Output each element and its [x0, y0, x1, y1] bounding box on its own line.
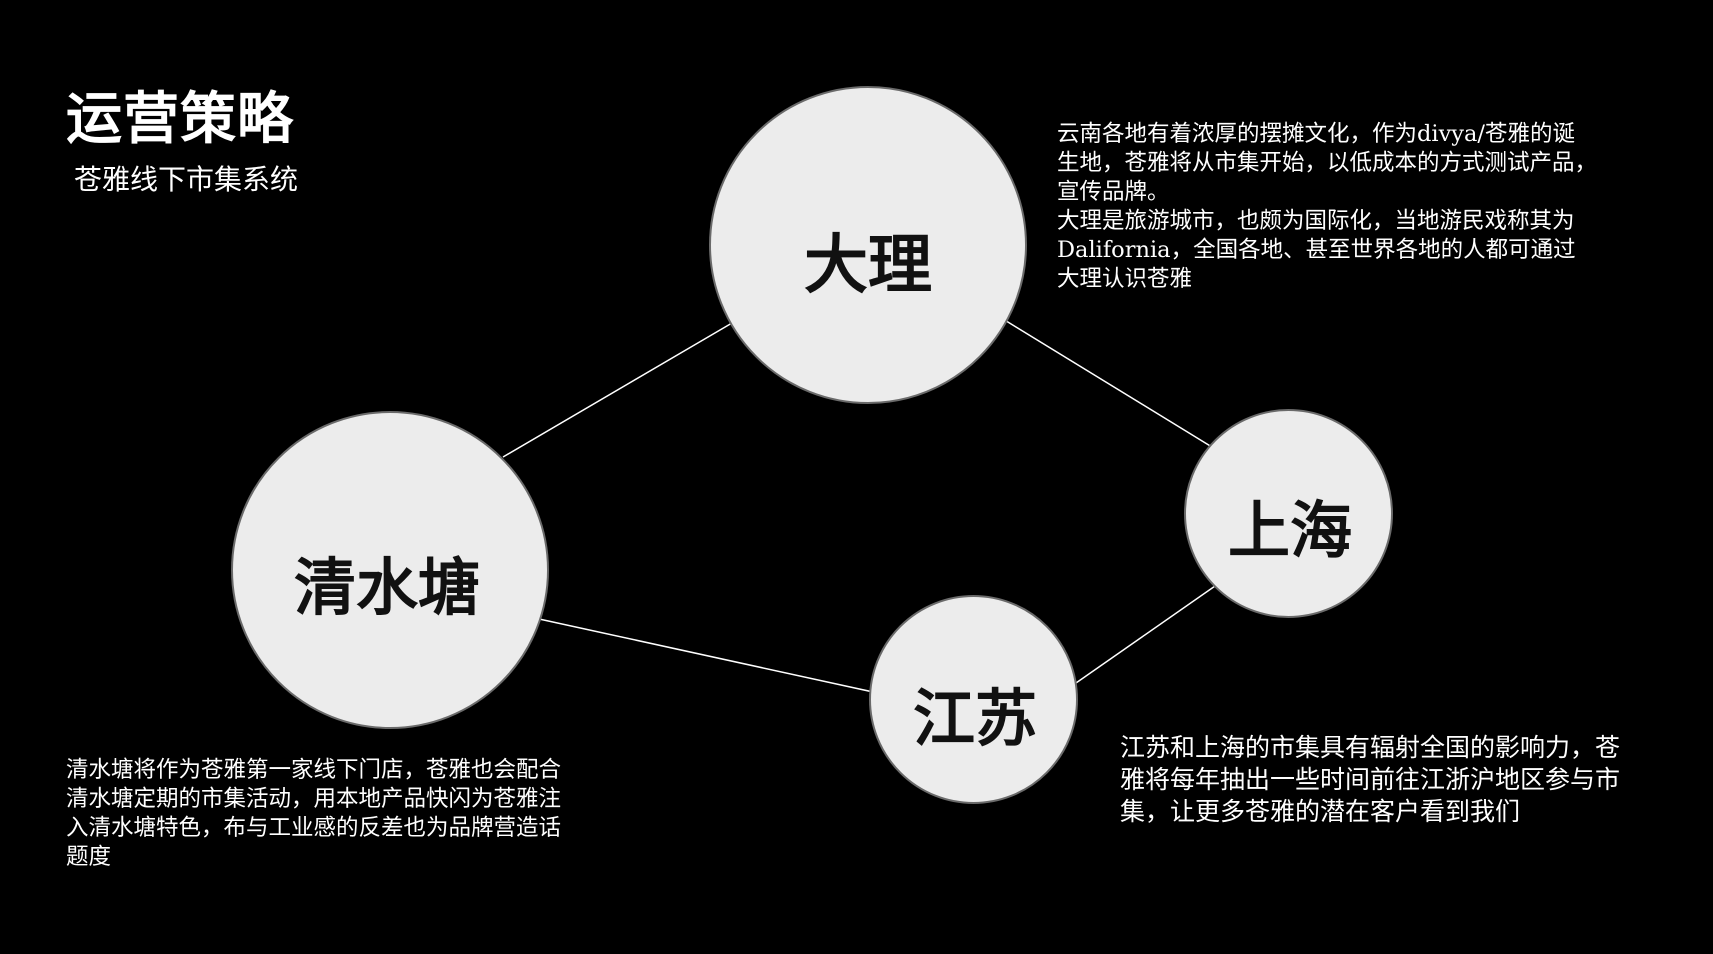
- node-qingshuitang-label: 清水塘: [294, 551, 481, 624]
- desc-line: 集，让更多苍雅的潜在客户看到我们: [1120, 797, 1521, 826]
- link-qingshuitang-jiangsu: [529, 616, 897, 698]
- node-jiangsu-label: 江苏: [913, 682, 1038, 755]
- node-dali-label: 大理: [804, 228, 932, 303]
- desc-line: 清水塘定期的市集活动，用本地产品快闪为苍雅注: [66, 786, 562, 812]
- desc-line: 题度: [66, 844, 112, 870]
- desc-line: Dalifornia，全国各地、甚至世界各地的人都可通过: [1057, 237, 1576, 263]
- desc-line: 大理认识苍雅: [1057, 266, 1193, 292]
- node-shanghai-label: 上海: [1228, 494, 1353, 567]
- link-jiangsu-shanghai: [1075, 569, 1239, 684]
- jiangsu-shanghai-description: 江苏和上海的市集具有辐射全国的影响力，苍 雅将每年抽出一些时间前往江浙沪地区参与…: [1120, 732, 1700, 828]
- node-jiangsu: [869, 595, 1078, 804]
- desc-line: 生地，苍雅将从市集开始，以低成本的方式测试产品，: [1057, 150, 1598, 176]
- desc-line: 江苏和上海的市集具有辐射全国的影响力，苍: [1120, 733, 1621, 762]
- dali-description: 云南各地有着浓厚的摆摊文化，作为divya/苍雅的诞 生地，苍雅将从市集开始，以…: [1057, 120, 1657, 294]
- desc-line: 云南各地有着浓厚的摆摊文化，作为divya/苍雅的诞: [1057, 121, 1576, 147]
- desc-line: 雅将每年抽出一些时间前往江浙沪地区参与市: [1120, 765, 1621, 794]
- desc-line: 入清水塘特色，布与工业感的反差也为品牌营造话: [66, 815, 562, 841]
- link-qingshuitang-dali: [502, 322, 733, 458]
- page-title: 运营策略: [66, 86, 294, 152]
- node-dali: [709, 86, 1027, 404]
- node-shanghai: [1184, 409, 1393, 618]
- link-dali-shanghai: [1002, 318, 1239, 464]
- page-subtitle: 苍雅线下市集系统: [74, 163, 299, 196]
- desc-line: 大理是旅游城市，也颇为国际化，当地游民戏称其为: [1057, 208, 1575, 234]
- desc-line: 宣传品牌。: [1057, 179, 1170, 205]
- desc-line: 清水塘将作为苍雅第一家线下门店，苍雅也会配合: [66, 757, 562, 783]
- qingshuitang-description: 清水塘将作为苍雅第一家线下门店，苍雅也会配合 清水塘定期的市集活动，用本地产品快…: [66, 756, 626, 872]
- node-qingshuitang: [231, 411, 549, 729]
